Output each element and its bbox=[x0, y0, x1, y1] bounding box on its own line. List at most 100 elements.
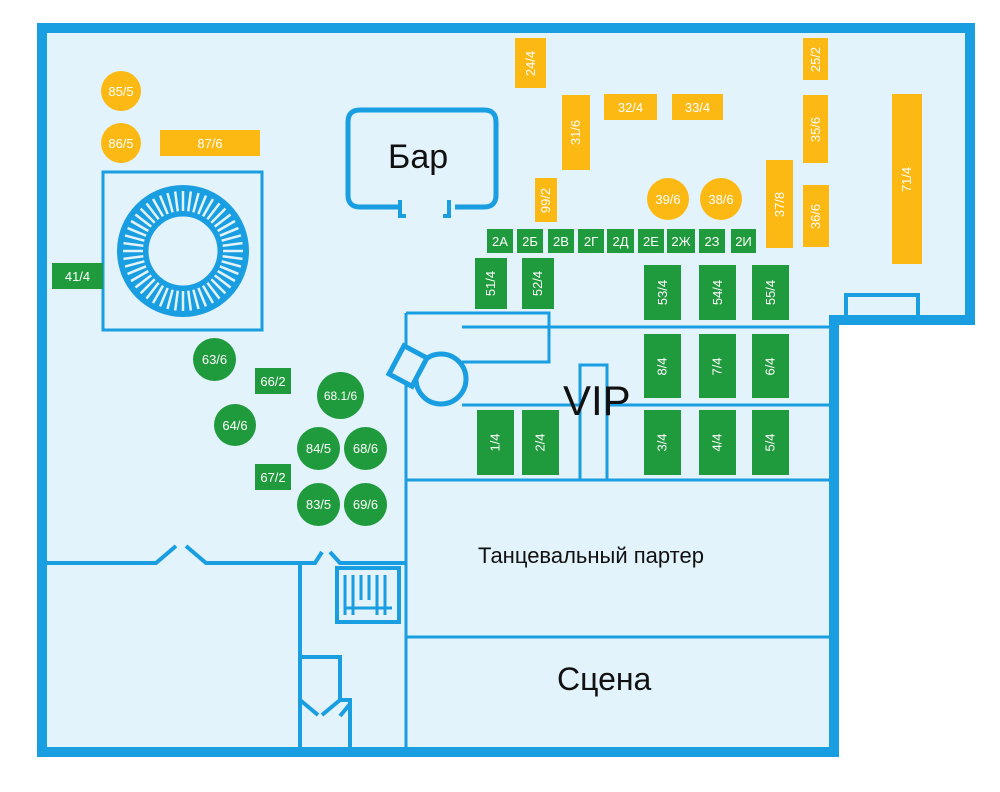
podium-step bbox=[221, 260, 242, 268]
bar-counter bbox=[345, 107, 499, 210]
podium-step bbox=[219, 226, 239, 237]
table-8-4[interactable]: 8/4 bbox=[644, 334, 681, 398]
podium-step bbox=[139, 207, 156, 224]
round-podium-inner bbox=[145, 213, 221, 289]
table-71-4[interactable]: 71/4 bbox=[892, 94, 922, 264]
table-2g[interactable]: 2Г bbox=[578, 229, 604, 253]
table-83-5[interactable]: 83/5 bbox=[297, 483, 340, 526]
vip-entrance-block bbox=[385, 342, 431, 390]
podium-step bbox=[201, 285, 215, 304]
podium-step bbox=[222, 254, 243, 261]
vip-zone-walls bbox=[404, 311, 830, 752]
podium-step bbox=[166, 192, 174, 213]
table-37-8[interactable]: 37/8 bbox=[766, 160, 793, 248]
table-86-5[interactable]: 86/5 bbox=[101, 123, 141, 163]
lower-left-walls bbox=[42, 544, 406, 752]
table-67-2[interactable]: 67/2 bbox=[255, 464, 291, 490]
podium-step bbox=[134, 274, 153, 289]
podium-step bbox=[197, 287, 208, 307]
round-podium-frame bbox=[101, 170, 264, 332]
podium-step bbox=[213, 213, 232, 228]
table-68-6[interactable]: 68/6 bbox=[344, 427, 387, 470]
podium-step bbox=[186, 191, 193, 212]
table-25-2[interactable]: 25/2 bbox=[803, 38, 828, 80]
table-2z[interactable]: 2З bbox=[699, 229, 725, 253]
table-51-4[interactable]: 51/4 bbox=[475, 258, 507, 309]
podium-step bbox=[206, 202, 221, 221]
table-41-4[interactable]: 41/4 bbox=[52, 263, 103, 289]
podium-step bbox=[217, 269, 236, 283]
table-6-4[interactable]: 6/4 bbox=[752, 334, 789, 398]
bar-opening bbox=[398, 200, 451, 218]
podium-step bbox=[123, 254, 144, 261]
podium-step bbox=[219, 265, 239, 276]
table-33-4[interactable]: 33/4 bbox=[672, 94, 723, 120]
table-2-4[interactable]: 2/4 bbox=[522, 410, 559, 475]
table-53-4[interactable]: 53/4 bbox=[644, 265, 681, 320]
podium-step bbox=[124, 234, 145, 242]
table-54-4[interactable]: 54/4 bbox=[699, 265, 736, 320]
podium-step bbox=[145, 202, 160, 221]
podium-step bbox=[134, 213, 153, 228]
podium-step bbox=[151, 198, 165, 217]
staircase-steps bbox=[343, 575, 392, 615]
podium-step bbox=[130, 269, 149, 283]
bar-label: Бар bbox=[388, 138, 449, 176]
table-66-2[interactable]: 66/2 bbox=[255, 368, 291, 394]
podium-step bbox=[151, 285, 165, 304]
table-87-6[interactable]: 87/6 bbox=[160, 130, 260, 156]
podium-step bbox=[222, 241, 243, 248]
table-69-6[interactable]: 69/6 bbox=[344, 483, 387, 526]
table-35-6[interactable]: 35/6 bbox=[803, 95, 828, 163]
table-84-5[interactable]: 84/5 bbox=[297, 427, 340, 470]
podium-step bbox=[158, 195, 169, 215]
podium-step bbox=[158, 287, 169, 307]
podium-step bbox=[130, 219, 149, 233]
table-2a[interactable]: 2А bbox=[487, 229, 513, 253]
table-7-4[interactable]: 7/4 bbox=[699, 334, 736, 398]
table-4-4[interactable]: 4/4 bbox=[699, 410, 736, 475]
podium-step bbox=[213, 274, 232, 289]
podium-step bbox=[123, 241, 144, 248]
podium-step bbox=[127, 265, 147, 276]
podium-step bbox=[221, 234, 242, 242]
podium-step bbox=[186, 290, 193, 311]
podium-step bbox=[166, 289, 174, 310]
podium-step bbox=[201, 198, 215, 217]
podium-step bbox=[192, 289, 200, 310]
round-podium-steps bbox=[123, 191, 243, 311]
table-68-1-6[interactable]: 68.1/6 bbox=[317, 372, 364, 419]
table-3-4[interactable]: 3/4 bbox=[644, 410, 681, 475]
table-31-6[interactable]: 31/6 bbox=[562, 95, 590, 170]
table-1-4[interactable]: 1/4 bbox=[477, 410, 514, 475]
vip-label: VIP bbox=[563, 377, 631, 424]
table-2v[interactable]: 2В bbox=[548, 229, 574, 253]
table-2i[interactable]: 2И bbox=[731, 229, 756, 253]
podium-step bbox=[206, 281, 221, 300]
table-36-6[interactable]: 36/6 bbox=[803, 185, 829, 247]
table-2b[interactable]: 2Б bbox=[517, 229, 543, 253]
table-2zh[interactable]: 2Ж bbox=[667, 229, 695, 253]
podium-step bbox=[210, 278, 227, 295]
dance-floor-label: Танцевальный партер bbox=[478, 543, 704, 568]
table-38-6[interactable]: 38/6 bbox=[700, 178, 742, 220]
table-99-2[interactable]: 99/2 bbox=[535, 178, 557, 222]
table-85-5[interactable]: 85/5 bbox=[101, 71, 141, 111]
table-24-4[interactable]: 24/4 bbox=[515, 38, 546, 88]
podium-step bbox=[145, 281, 160, 300]
table-64-6[interactable]: 64/6 bbox=[214, 404, 256, 446]
podium-step bbox=[139, 278, 156, 295]
table-39-6[interactable]: 39/6 bbox=[647, 178, 689, 220]
table-2d[interactable]: 2Д bbox=[607, 229, 634, 253]
table-55-4[interactable]: 55/4 bbox=[752, 265, 789, 320]
table-32-4[interactable]: 32/4 bbox=[604, 94, 657, 120]
table-2e[interactable]: 2Е bbox=[638, 229, 664, 253]
podium-step bbox=[210, 207, 227, 224]
table-63-6[interactable]: 63/6 bbox=[193, 338, 236, 381]
table-5-4[interactable]: 5/4 bbox=[752, 410, 789, 475]
stage-label: Сцена bbox=[557, 661, 652, 697]
podium-step bbox=[124, 260, 145, 268]
podium-step bbox=[173, 290, 180, 311]
table-52-4[interactable]: 52/4 bbox=[522, 258, 554, 309]
